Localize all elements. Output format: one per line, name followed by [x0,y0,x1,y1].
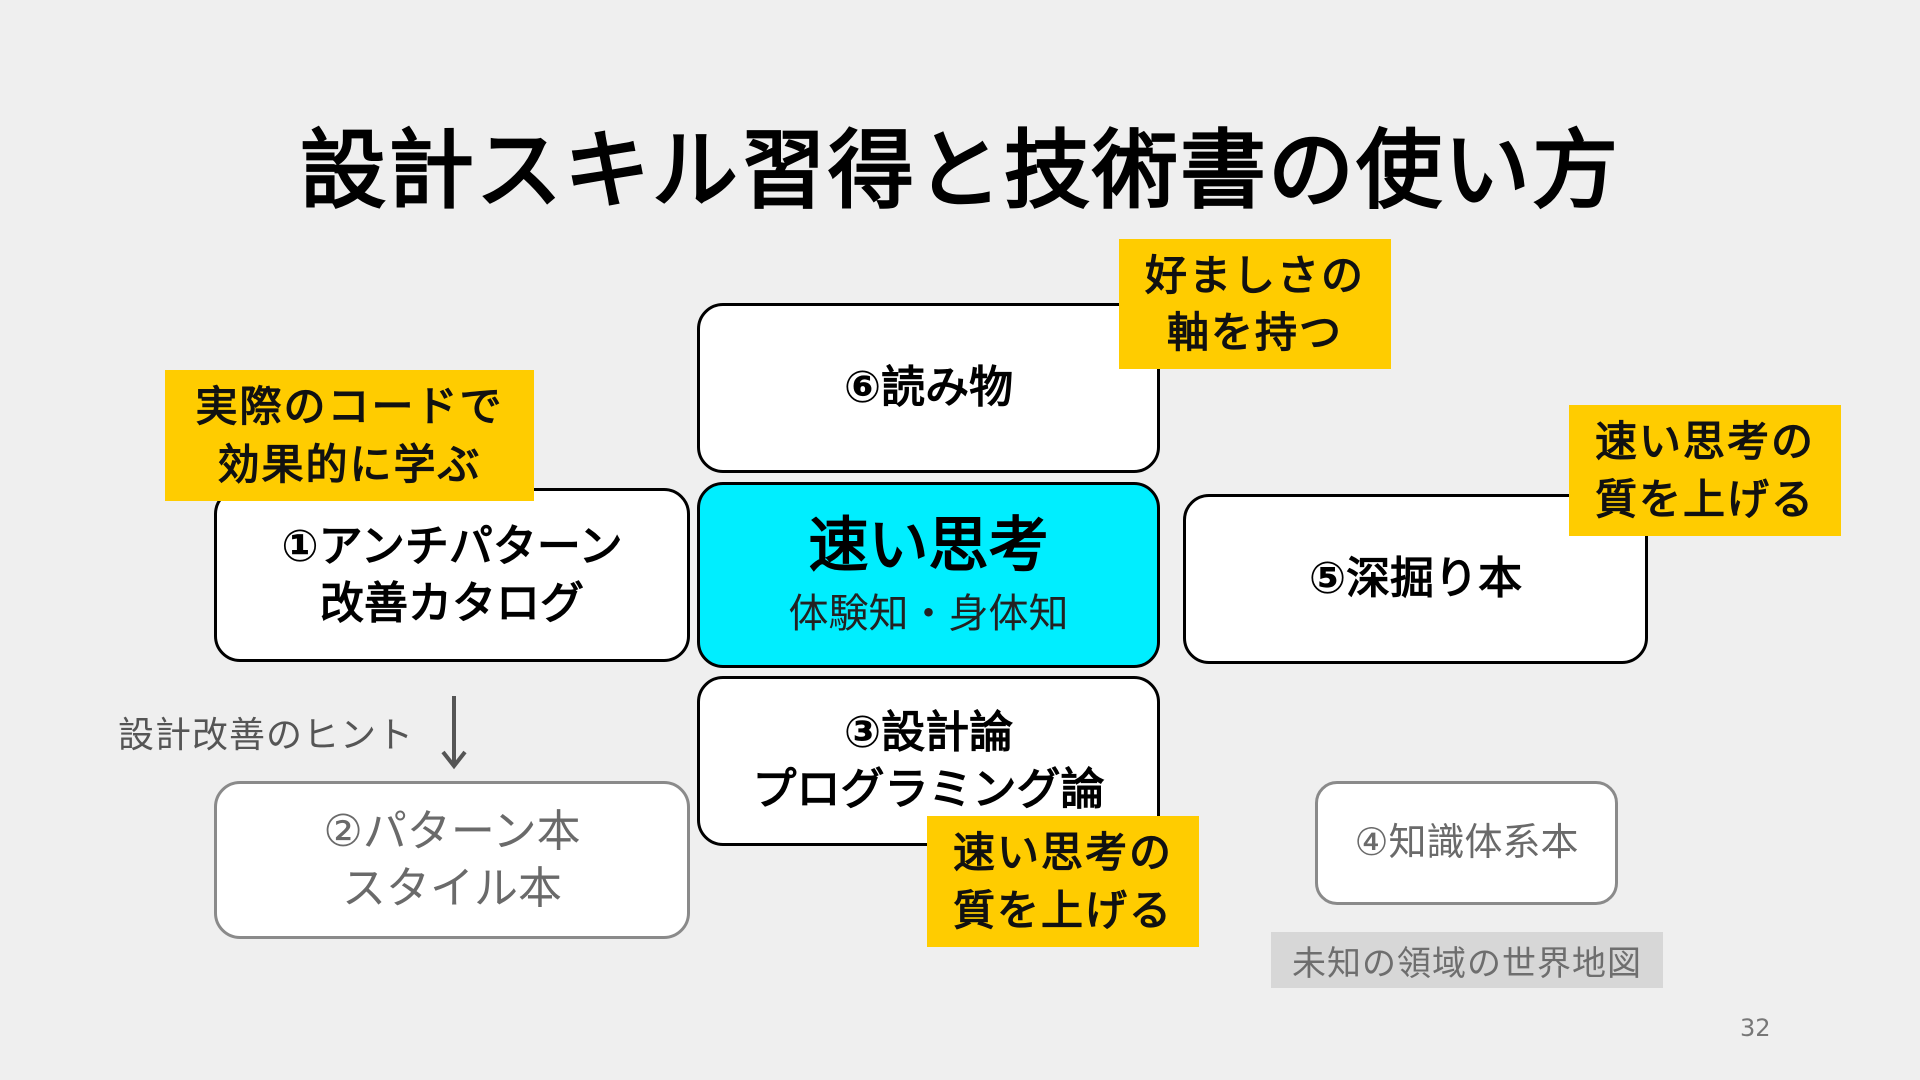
box-antipattern-line1: ①アンチパターン [281,520,623,572]
note-deep-dive-line2: 質を上げる [1594,474,1815,524]
fast-thinking-main: 速い思考 [808,511,1049,581]
arrow-down-icon [441,696,467,770]
note-reading: 好ましさの 軸を持つ [1119,239,1391,369]
box-deep-dive-label: ⑤深掘り本 [1308,553,1523,605]
fast-thinking-sub: 体験知・身体知 [788,591,1069,637]
box-reading: ⑥読み物 [697,303,1160,473]
note-deep-dive: 速い思考の 質を上げる [1569,405,1841,536]
box-fast-thinking: 速い思考 体験知・身体知 [697,482,1160,668]
note-reading-line1: 好ましさの [1144,250,1365,300]
box-antipattern-line2: 改善カタログ [320,578,584,629]
box-pattern-line2: スタイル本 [342,863,562,914]
note-antipattern-line1: 実際のコードで [195,382,504,432]
hint-text: 設計改善のヒント [118,715,415,756]
unknown-map-label: 未知の領域の世界地図 [1271,932,1663,988]
box-body-of-knowledge-label: ④知識体系本 [1354,820,1579,865]
slide-title: 設計スキル習得と技術書の使い方 [300,121,1620,221]
box-pattern-line1: ②パターン本 [323,805,581,857]
box-reading-label: ⑥読み物 [843,362,1014,414]
note-deep-dive-line1: 速い思考の [1594,417,1815,467]
note-design-theory: 速い思考の 質を上げる [927,816,1199,947]
page-number: 32 [1740,1014,1771,1042]
note-antipattern: 実際のコードで 効果的に学ぶ [165,370,534,501]
box-design-theory-line2: プログラミング論 [752,764,1105,815]
note-reading-line2: 軸を持つ [1166,308,1343,357]
box-pattern: ②パターン本 スタイル本 [214,781,690,939]
note-design-theory-line1: 速い思考の [952,828,1173,878]
note-design-theory-line2: 質を上げる [952,885,1173,935]
box-body-of-knowledge: ④知識体系本 [1315,781,1618,905]
note-antipattern-line2: 効果的に学ぶ [217,439,482,489]
box-antipattern: ①アンチパターン 改善カタログ [214,488,690,662]
box-design-theory-line1: ③設計論 [843,706,1014,758]
